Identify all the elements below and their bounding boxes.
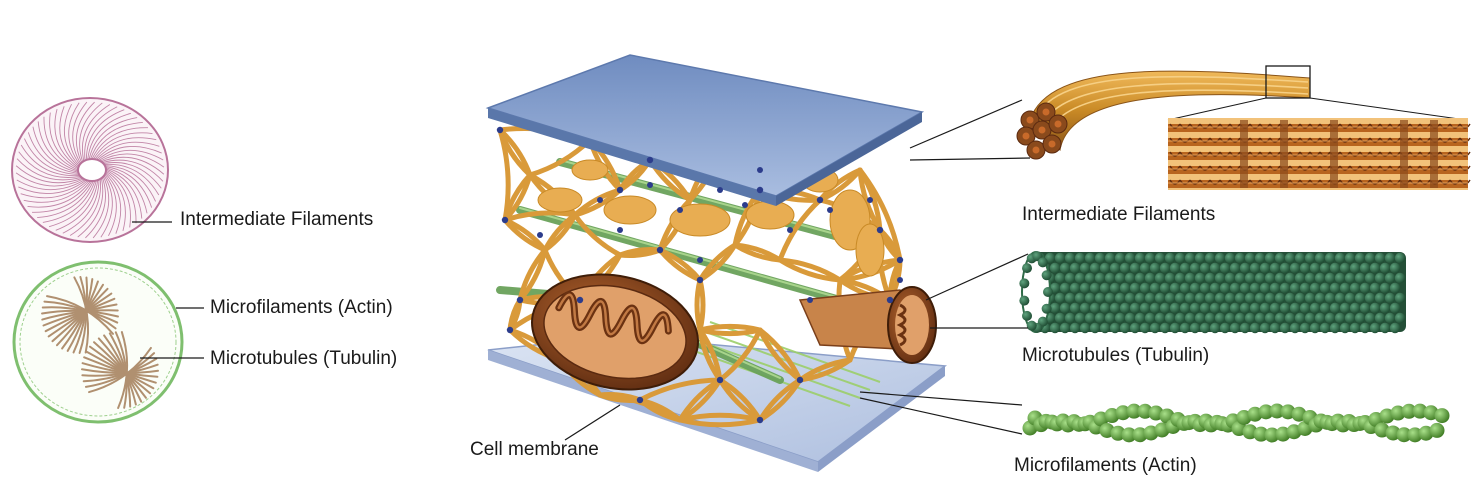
right-intermediate-leader-line-1 <box>909 99 1023 149</box>
right-intermediate-filaments-label: Intermediate Filaments <box>1022 204 1216 225</box>
cell-membrane-leader-line <box>564 404 621 441</box>
microtubule-illustration <box>1019 251 1406 334</box>
left-microfilaments-label: Microfilaments (Actin) <box>210 297 393 318</box>
right-microfilaments-leader-line-1 <box>859 391 1023 406</box>
left-microtubules-label: Microtubules (Tubulin) <box>210 348 398 369</box>
cell-membrane-label: Cell membrane <box>470 439 599 460</box>
intermediate-filament-rope-illustration <box>1016 65 1467 160</box>
right-microfilaments-leader-line-2 <box>859 397 1023 435</box>
right-microtubules-label: Microtubules (Tubulin) <box>1022 345 1210 366</box>
dividing-cell-icon <box>12 260 184 424</box>
right-microtubules-leader-line-1 <box>925 253 1029 301</box>
left-intermediate-filaments-label: Intermediate Filaments <box>180 209 374 230</box>
right-microfilaments-label: Microfilaments (Actin) <box>1014 455 1197 476</box>
right-intermediate-leader-line-2 <box>909 157 1031 161</box>
mitochondrion-illustration <box>531 273 699 391</box>
cytoskeleton-block-illustration <box>485 54 947 472</box>
intermediate-filament-cell-icon <box>11 97 169 243</box>
cut-organelle-illustration <box>798 286 937 364</box>
microfilament-illustration <box>1022 403 1450 443</box>
intermediate-filament-zoom-illustration <box>1168 118 1471 190</box>
